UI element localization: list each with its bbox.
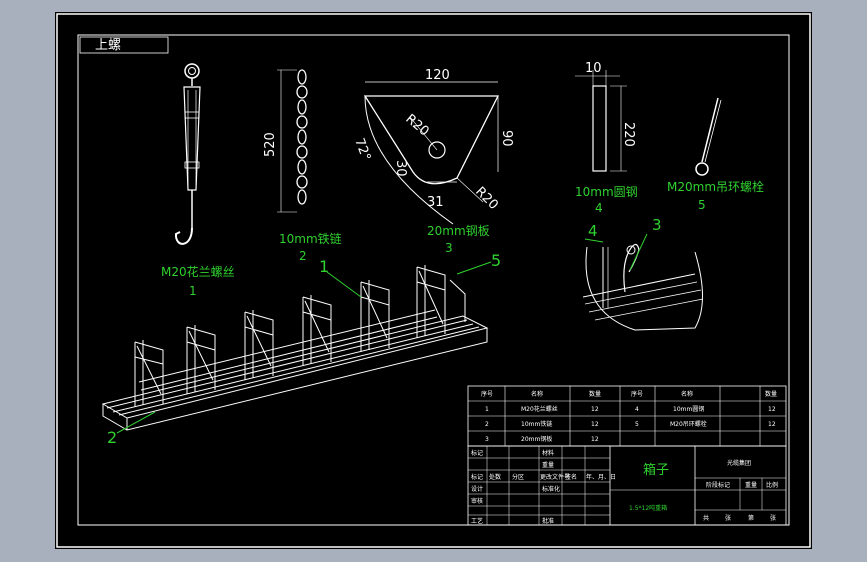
label-part2-num: 2 (299, 249, 307, 263)
dim-plate-top: 120 (425, 68, 450, 83)
bom-table: 序号 名称 数量 序号 名称 数量 1 M20花兰螺丝 12 4 10mm圆钢 … (467, 385, 787, 447)
assembly-leaders (116, 261, 492, 434)
part-round-bar (575, 70, 627, 172)
cad-viewport[interactable]: 上螺 M20花兰螺丝 1 520 10mm铁链 2 (55, 12, 812, 549)
bom-r0c0: 1 (485, 406, 489, 413)
bom-h3: 序号 (631, 390, 643, 398)
tb-sheet-0: 共 (703, 514, 709, 522)
dim-hole-radius: R20 (402, 112, 431, 140)
drawing-subtitle: 1.5*12吨重箱 (629, 504, 667, 512)
company-name: 光缆集团 (727, 459, 751, 467)
label-part5-num: 5 (698, 198, 706, 212)
bom-r2c0: 3 (485, 436, 489, 443)
tb-row-label-0: 标记 (471, 449, 483, 457)
bom-r1c2: 12 (591, 421, 599, 428)
tb-left-0: 标记 (471, 473, 483, 481)
bom-h4: 名称 (681, 390, 693, 398)
bom-r1c4: M20吊环螺栓 (670, 420, 707, 428)
callout-2: 2 (107, 428, 117, 447)
tb-mid-1: 重量 (542, 461, 554, 469)
bom-h1: 名称 (531, 390, 543, 398)
label-part5-name: M20mm吊环螺栓 (667, 179, 764, 194)
bom-r2c2: 12 (591, 436, 599, 443)
bom-r0c2: 12 (591, 406, 599, 413)
dim-chain-length: 520 (263, 132, 278, 157)
bom-r0c3: 4 (635, 406, 639, 413)
dim-30: 30 (393, 160, 408, 177)
tb-row-label-1: 设计 (471, 485, 483, 493)
bom-r1c0: 2 (485, 421, 489, 428)
dim-31: 31 (427, 195, 444, 210)
part-steel-plate (363, 81, 500, 225)
inner-frame (77, 34, 790, 526)
stamp-box: 上螺 (79, 36, 169, 54)
tb-sheet-1: 张 (725, 514, 731, 522)
bom-r0c4: 10mm圆钢 (673, 405, 704, 413)
tb-left-5: 年、月、日 (586, 473, 616, 481)
detail-leaders (584, 233, 648, 271)
tb-mid-3: 批准 (542, 517, 554, 525)
detail-view (582, 243, 704, 331)
bom-r0c5: 12 (768, 406, 776, 413)
tb-stage-2: 比例 (766, 481, 778, 489)
tb-stage-1: 重量 (745, 481, 757, 489)
tb-mid-2: 标准化 (542, 485, 560, 493)
dim-rod-length: 220 (621, 122, 636, 147)
dim-rod-width: 10 (585, 61, 602, 76)
assembly-rack (101, 265, 489, 431)
callout-3: 3 (652, 216, 662, 234)
tb-left-2: 分区 (512, 473, 524, 481)
part-eye-bolt (695, 97, 722, 176)
tb-row-label-3: 工艺 (471, 517, 483, 525)
tb-row-label-2: 审核 (471, 497, 483, 505)
dim-corner-radius: R20 (472, 184, 501, 213)
tb-sheet-2: 第 (748, 514, 754, 522)
bom-h5: 数量 (765, 390, 777, 398)
dim-plate-side: 90 (499, 130, 514, 147)
bom-h2: 数量 (589, 390, 601, 398)
bom-r1c5: 12 (768, 421, 776, 428)
bom-r1c3: 5 (635, 421, 639, 428)
label-part4-name: 10mm圆钢 (575, 185, 638, 199)
stamp-text: 上螺 (95, 38, 121, 53)
label-part3-num: 3 (445, 241, 453, 255)
label-part3-name: 20mm钢板 (427, 224, 490, 238)
tb-left-1: 处数 (489, 473, 501, 481)
drawing-name: 箱子 (643, 462, 669, 478)
bom-r0c1: M20花兰螺丝 (521, 405, 558, 413)
tb-sheet-3: 张 (770, 514, 776, 522)
callout-1: 1 (319, 257, 329, 276)
bom-r1c1: 10mm铁链 (521, 420, 552, 428)
part-turnbuckle (174, 63, 201, 245)
title-block: 标记 标记 处数 分区 更改文件号 签名 年、月、日 设计 审核 工艺 材料 重… (467, 445, 787, 526)
tb-left-4: 签名 (565, 473, 577, 481)
label-part1-name: M20花兰螺丝 (161, 264, 235, 279)
outer-frame (56, 13, 811, 548)
callout-5: 5 (491, 251, 501, 270)
label-part2-name: 10mm铁链 (279, 231, 342, 246)
part-chain (277, 69, 308, 213)
dim-plate-angle: 72° (351, 136, 373, 163)
tb-left-3: 更改文件号 (540, 473, 570, 481)
bom-r2c1: 20mm钢板 (521, 435, 552, 443)
tb-mid-0: 材料 (542, 449, 554, 457)
drawing-canvas: 上螺 M20花兰螺丝 1 520 10mm铁链 2 (56, 13, 811, 548)
tb-stage-0: 阶段标记 (706, 481, 730, 489)
label-part1-num: 1 (189, 284, 197, 298)
label-part4-num: 4 (595, 201, 603, 215)
bom-h0: 序号 (481, 390, 493, 398)
callout-4: 4 (588, 222, 598, 240)
